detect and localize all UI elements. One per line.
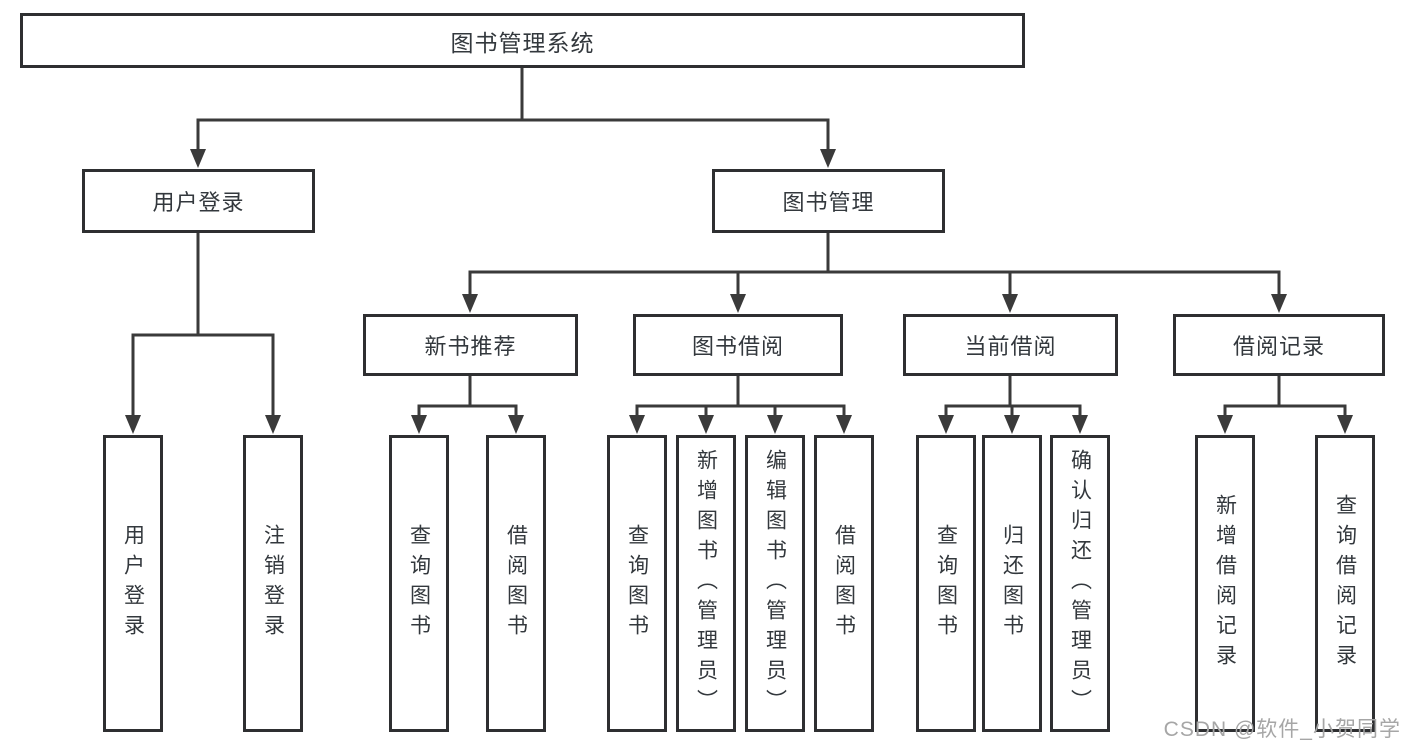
node-user-login: 用户登录 — [82, 169, 315, 233]
node-book-borrowing: 图书借阅 — [633, 314, 843, 376]
leaf-label: 新增借阅记录 — [1213, 493, 1237, 674]
leaf-add-book-admin: 新增图书（管理员） — [676, 435, 736, 732]
leaf-label: 借阅图书 — [832, 523, 856, 644]
leaf-label: 查询图书 — [625, 523, 649, 644]
node-label: 当前借阅 — [964, 334, 1057, 359]
leaf-user-login: 用户登录 — [103, 435, 163, 732]
node-label: 图书借阅 — [691, 334, 784, 359]
node-current-borrowing: 当前借阅 — [903, 314, 1118, 376]
leaf-label: 归还图书 — [1000, 523, 1024, 644]
node-book-management: 图书管理 — [712, 169, 945, 233]
leaf-label: 查询图书 — [407, 523, 431, 644]
leaf-edit-book-admin: 编辑图书（管理员） — [745, 435, 805, 732]
leaf-label: 借阅图书 — [504, 523, 528, 644]
leaf-label: 新增图书（管理员） — [694, 448, 718, 719]
node-label: 借阅记录 — [1232, 334, 1325, 359]
leaf-borrow-books: 借阅图书 — [814, 435, 874, 732]
leaf-label: 查询图书 — [934, 523, 958, 644]
node-borrowing-records: 借阅记录 — [1173, 314, 1385, 376]
node-label: 用户登录 — [152, 190, 245, 215]
leaf-borrow-books-recommend: 借阅图书 — [486, 435, 546, 732]
leaf-query-books-borrow: 查询图书 — [607, 435, 667, 732]
csdn-watermark: CSDN @软件_小贺同学 — [1163, 718, 1401, 741]
leaf-query-books-current: 查询图书 — [916, 435, 976, 732]
leaf-logout: 注销登录 — [243, 435, 303, 732]
node-label: 新书推荐 — [424, 334, 517, 359]
leaf-label: 编辑图书（管理员） — [763, 448, 787, 719]
node-new-book-recommend: 新书推荐 — [363, 314, 578, 376]
leaf-label: 用户登录 — [121, 523, 145, 644]
leaf-label: 确认归还（管理员） — [1068, 448, 1092, 719]
leaf-query-borrow-record: 查询借阅记录 — [1315, 435, 1375, 732]
leaf-return-book: 归还图书 — [982, 435, 1042, 732]
leaf-label: 查询借阅记录 — [1333, 493, 1357, 674]
leaf-add-borrow-record: 新增借阅记录 — [1195, 435, 1255, 732]
node-label: 图书管理系统 — [450, 29, 595, 56]
leaf-label: 注销登录 — [261, 523, 285, 644]
leaf-query-books-recommend: 查询图书 — [389, 435, 449, 732]
leaf-confirm-return-admin: 确认归还（管理员） — [1050, 435, 1110, 732]
node-label: 图书管理 — [782, 190, 875, 215]
node-library-system: 图书管理系统 — [20, 13, 1025, 68]
